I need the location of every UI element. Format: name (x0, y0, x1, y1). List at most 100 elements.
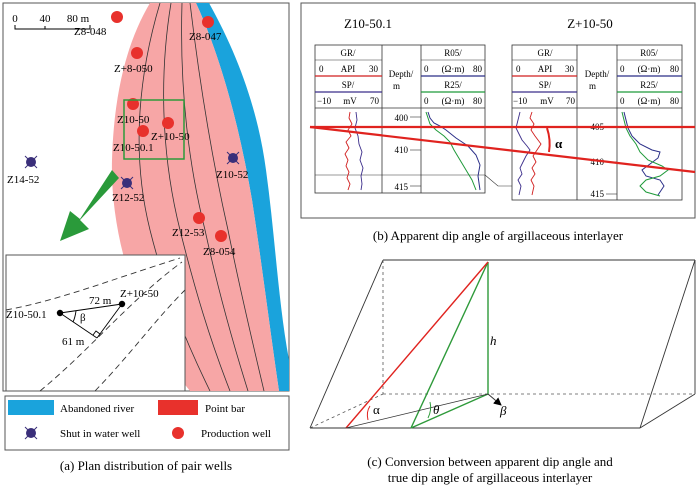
panel-a: 0 40 80 m (2, 2, 290, 473)
left-r05-min: 0 (424, 64, 429, 74)
right-r05-curve (623, 111, 665, 196)
well-z10-50 (127, 98, 139, 110)
beta-arrow (487, 393, 502, 406)
caption-c-line1: (c) Conversion between apparent dip angl… (367, 454, 613, 469)
panel-b-frame (300, 2, 696, 219)
right-r05-label: R05/ (640, 48, 658, 58)
left-r05-curve (427, 111, 481, 191)
label-zp8-050: Z+8-050 (114, 63, 153, 75)
inset-dist-72: 72 m (89, 295, 112, 307)
left-gr-curve (344, 111, 353, 191)
label-z12-52: Z12-52 (112, 192, 144, 204)
right-depth-label: Depth/ (585, 69, 610, 79)
beta-label-c: β (499, 403, 507, 418)
left-api-unit: API (341, 64, 356, 74)
inset-line-perp (96, 303, 123, 339)
well-z8-054 (215, 230, 227, 242)
left-gr-label: GR/ (340, 48, 356, 58)
label-z10-50-1: Z10-50.1 (113, 142, 154, 154)
inset-dist-61: 61 m (62, 336, 85, 348)
legend: Abandoned river Point bar Shut in water … (4, 395, 290, 451)
label-z8-048: Z8-048 (74, 26, 107, 38)
inset-line-61 (59, 312, 98, 339)
log-left: GR/ 0 API 30 SP/ −10 mV 70 Depth/ m R05/… (314, 44, 486, 194)
left-depth-410: 410 (395, 145, 409, 155)
alpha-arc (546, 127, 551, 153)
left-r25-unit: (Ω·m) (442, 96, 465, 106)
right-r25-label: R25/ (640, 80, 658, 90)
right-sp-label: SP/ (539, 80, 552, 90)
well-labels: Z8-048 Z8-047 Z+8-050 Z10-50 Z+10-50 Z10… (7, 26, 248, 258)
label-zp10-50: Z+10-50 (151, 131, 190, 143)
panel-b: Z10-50.1 Z+10-50 GR/ 0 API 30 SP/ −10 (300, 2, 696, 243)
left-r25-label: R25/ (444, 80, 462, 90)
label-z8-047: Z8-047 (189, 31, 222, 43)
correlation-connector (484, 174, 512, 187)
left-sp-max: 70 (370, 96, 380, 106)
accretion-lines (138, 3, 265, 391)
right-sp-unit: mV (540, 96, 554, 106)
h-label: h (490, 333, 497, 348)
inset-dashed-lines (5, 257, 186, 392)
label-z10-50: Z10-50 (117, 114, 150, 126)
well-zp10-50 (162, 117, 174, 129)
legend-pointbar-swatch (158, 400, 198, 415)
left-sp-unit: mV (343, 96, 357, 106)
legend-river-label: Abandoned river (60, 403, 135, 415)
inset-frame (5, 254, 186, 392)
legend-shut-in-label: Shut in water well (60, 428, 140, 440)
left-sp-label: SP/ (342, 80, 355, 90)
well-z8-047 (202, 16, 214, 28)
inset-label-left: Z10-50.1 (6, 309, 47, 321)
well-z10-52 (226, 151, 240, 165)
well-z8-048 (111, 11, 123, 23)
true-dip-base (410, 393, 489, 429)
left-api-max: 30 (369, 64, 379, 74)
production-wells (111, 11, 227, 242)
right-api-unit: API (538, 64, 553, 74)
apparent-dip-line (345, 261, 489, 429)
interlayer-dip-line (309, 125, 696, 174)
left-r05-max: 80 (473, 64, 483, 74)
well-z12-52 (120, 176, 134, 190)
right-api-min: 0 (516, 64, 521, 74)
left-api-min: 0 (319, 64, 324, 74)
caption-a: (a) Plan distribution of pair wells (60, 458, 232, 473)
label-z12-53: Z12-53 (172, 227, 205, 239)
inset-label-right: Z+10-50 (120, 288, 159, 300)
left-depth-415: 415 (395, 182, 409, 192)
well-zp8-050 (131, 47, 143, 59)
left-depth-label: Depth/ (389, 69, 414, 79)
right-r05-min: 0 (620, 64, 625, 74)
left-depth-unit: m (393, 81, 400, 91)
right-gr-label: GR/ (537, 48, 553, 58)
right-r25-unit: (Ω·m) (638, 96, 661, 106)
inset-line-72 (59, 303, 123, 314)
log-right-title: Z+10-50 (567, 16, 613, 31)
true-dip-line (410, 261, 489, 429)
right-r25-min: 0 (620, 96, 625, 106)
theta-label: θ (433, 402, 440, 417)
right-sp-max: 70 (566, 96, 576, 106)
well-z10-50-1 (137, 125, 149, 137)
right-angle-mark (92, 330, 101, 336)
well-z14-52 (24, 155, 38, 169)
caption-b: (b) Apparent dip angle of argillaceous i… (373, 228, 624, 243)
right-depth-410: 410 (591, 157, 605, 167)
beta-arc (72, 310, 77, 323)
right-api-max: 30 (565, 64, 575, 74)
panel-c: h α θ β (c) Conversion between apparent … (309, 259, 696, 485)
legend-production-icon (172, 427, 184, 439)
alpha-arc-c (366, 405, 371, 421)
log-left-title: Z10-50.1 (344, 16, 392, 31)
right-r25-max: 80 (670, 96, 680, 106)
right-r05-unit: (Ω·m) (638, 64, 661, 74)
prism-edges (309, 259, 696, 429)
alpha-label-c: α (373, 402, 380, 417)
legend-pointbar-label: Point bar (205, 403, 245, 415)
log-right: GR/ 0 API 30 SP/ −10 mV 70 Depth/ m R05/… (511, 44, 683, 201)
apparent-dip-base (345, 393, 489, 429)
pair-wells-box (123, 99, 185, 160)
inset-beta: β (80, 312, 86, 324)
left-r25-curve (425, 111, 477, 191)
